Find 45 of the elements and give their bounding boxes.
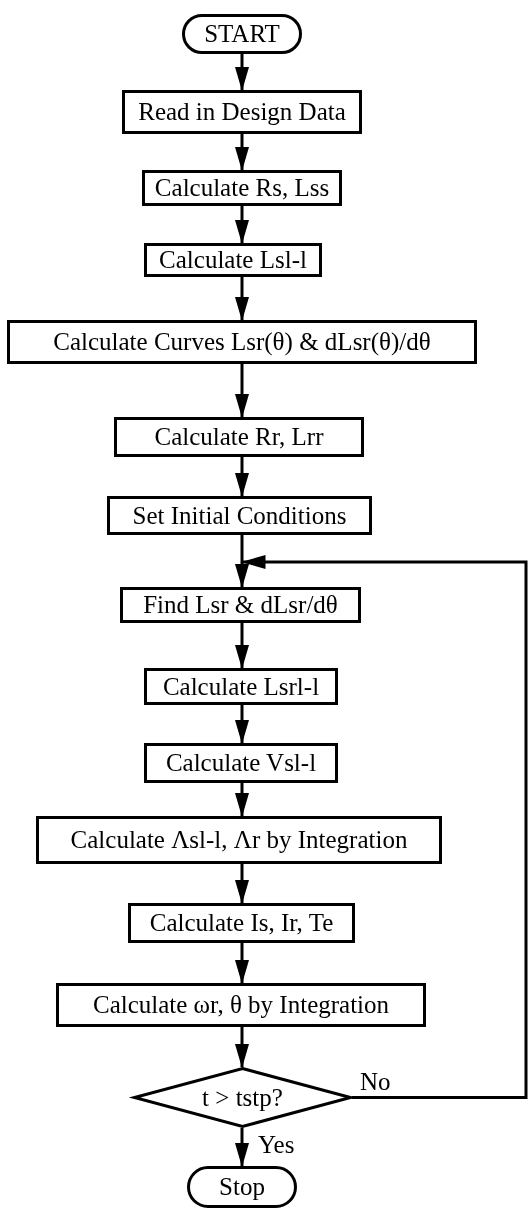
process-box	[56, 983, 426, 1027]
step-text: Set Initial Conditions	[132, 501, 347, 530]
step-text: Calculate Curves Lsr(θ) & dLsr(θ)/dθ	[53, 328, 431, 356]
step-text: Calculate Vsl-l	[165, 749, 317, 777]
edge-label: No	[360, 1068, 391, 1096]
process-box	[122, 90, 362, 134]
process-box	[107, 496, 372, 535]
arrow	[235, 623, 249, 669]
arrow	[235, 1027, 249, 1068]
process-box	[128, 903, 355, 943]
arrow	[235, 364, 249, 418]
step-text: Calculate Lsl-l	[159, 246, 307, 274]
step-text: Read in Design Data	[138, 98, 346, 126]
process-box	[7, 320, 477, 364]
arrow	[235, 134, 249, 171]
arrow	[235, 705, 249, 744]
arrow	[235, 206, 249, 244]
arrow	[235, 457, 249, 497]
terminal-box	[182, 14, 302, 54]
terminal-text: Stop	[219, 1173, 265, 1201]
arrow	[235, 1128, 249, 1167]
arrow	[241, 555, 528, 1099]
arrow	[235, 864, 249, 904]
step-text: Calculate ωr, θ by Integration	[92, 991, 390, 1019]
arrow	[235, 54, 249, 91]
arrow	[235, 783, 249, 817]
arrow	[235, 277, 249, 321]
arrow	[235, 943, 249, 984]
step-text: Calculate Rr, Lrr	[154, 423, 324, 451]
step-text: Calculate Rs, Lss	[154, 174, 330, 202]
step-text: Calculate Is, Ir, Te	[149, 909, 334, 937]
step-text: Calculate Λsl-l, Λr by Integration	[70, 826, 408, 854]
process-box	[142, 170, 342, 206]
process-box	[144, 743, 338, 783]
process-box	[120, 587, 361, 623]
process-box	[114, 417, 364, 457]
edge-label: Yes	[258, 1131, 295, 1159]
process-box	[36, 816, 442, 864]
step-text: Find Lsr & dLsr/dθ	[143, 591, 338, 619]
step-text: Calculate Lsrl-l	[162, 672, 320, 701]
arrow	[235, 535, 249, 588]
process-box	[144, 243, 322, 277]
terminal-text: START	[204, 20, 280, 48]
process-box	[144, 668, 338, 705]
terminal-box	[187, 1166, 297, 1208]
